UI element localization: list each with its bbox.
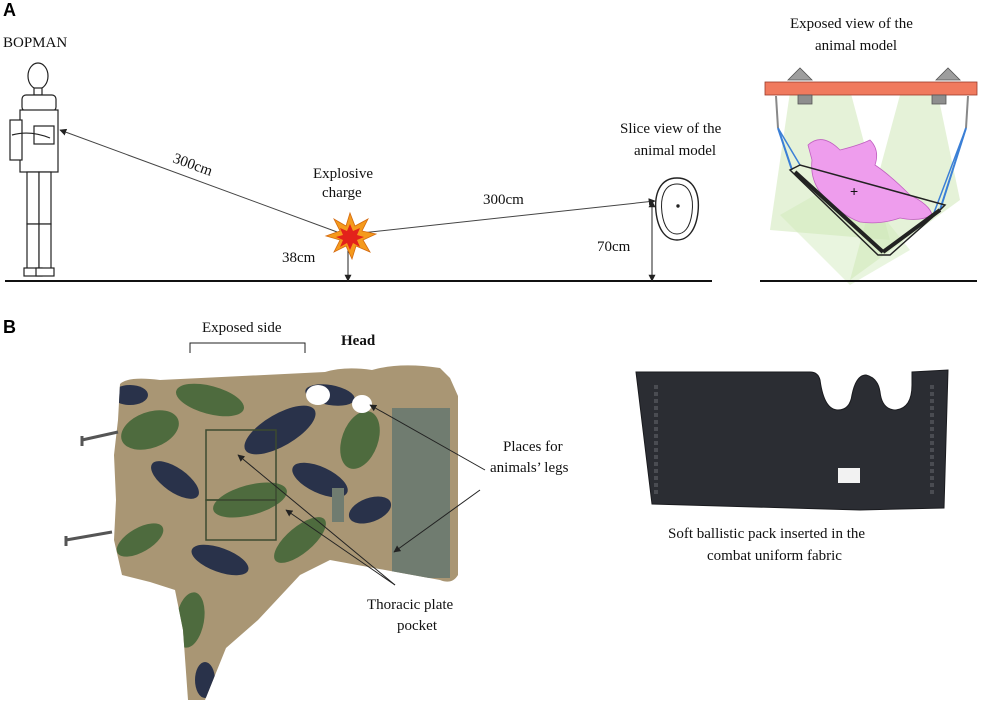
camo-vest-photo: [64, 365, 458, 700]
pack-label-tag: [838, 468, 860, 483]
slice-label-1: Slice view of the: [620, 121, 722, 137]
arrow-to-animal: [351, 198, 656, 235]
pocket-label-2: pocket: [397, 618, 438, 634]
velcro-strip: [392, 408, 450, 578]
legs-label-1: Places for: [503, 439, 563, 455]
charge-height-label: 38cm: [282, 250, 316, 266]
legs-label-2: animals’ legs: [490, 460, 569, 476]
panel-a-letter: A: [3, 0, 16, 20]
panel-b-letter: B: [3, 317, 16, 337]
arrow-leg-strap: [393, 489, 481, 553]
bopman-mannequin: [9, 62, 59, 277]
charge-label-1: Explosive: [313, 166, 373, 182]
leg-hole-right: [352, 395, 372, 413]
exposed-view-label-1: Exposed view of the: [790, 16, 913, 32]
slice-label-2: animal model: [634, 143, 716, 159]
support-beam: [764, 81, 978, 96]
distance-left-label: 300cm: [171, 151, 215, 180]
camera-left: [787, 67, 813, 81]
light-cone-bottom: [780, 175, 910, 285]
head-label: Head: [341, 333, 376, 349]
arrow-to-bopman: [59, 128, 349, 237]
charge-label-2: charge: [322, 185, 362, 201]
ballistic-pack-photo: [635, 369, 949, 511]
exposed-side-bracket: [189, 342, 306, 353]
exposed-side-label: Exposed side: [202, 320, 282, 336]
pocket-label-1: Thoracic plate: [367, 597, 454, 613]
exposed-view-diagram: +: [764, 67, 978, 285]
light-cone-right: [850, 95, 960, 280]
leg-hole-left: [306, 385, 330, 405]
animal-height-label: 70cm: [597, 239, 631, 255]
arrow-pocket-top: [237, 454, 396, 586]
slice-view-diagram: [654, 177, 700, 241]
distance-right-label: 300cm: [483, 192, 524, 208]
pack-label-1: Soft ballistic pack inserted in the: [668, 526, 865, 542]
camera-right: [935, 67, 961, 81]
pack-label-2: combat uniform fabric: [707, 548, 842, 564]
exposed-view-label-2: animal model: [815, 38, 897, 54]
arrow-pocket-bottom: [285, 509, 396, 586]
arrow-leg-hole: [369, 404, 486, 471]
explosion-icon: [324, 211, 378, 261]
bopman-label: BOPMAN: [3, 35, 67, 51]
svg-text:+: +: [850, 183, 858, 199]
